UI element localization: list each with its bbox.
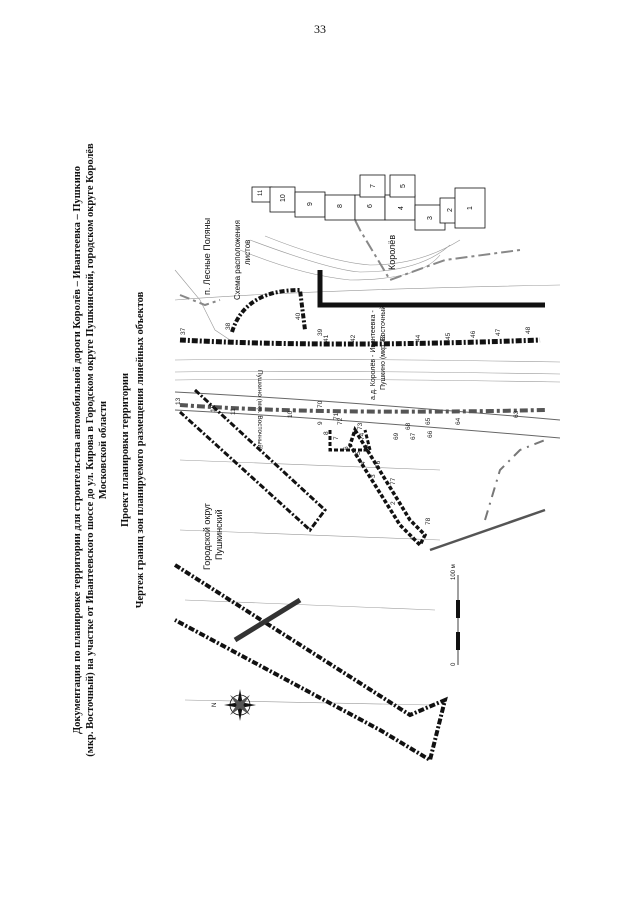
pt-64: 64 <box>455 417 462 425</box>
pt-73: 73 <box>357 422 364 430</box>
pt-4: 4 <box>360 461 367 465</box>
label-road-2: Пушкино (мкр. Восточный) <box>379 303 387 390</box>
page-number: 33 <box>314 22 326 36</box>
pt-48: 48 <box>525 326 532 334</box>
sheet-2: 2 <box>447 208 454 212</box>
sheet-11: 11 <box>258 189 264 196</box>
planned-line-top <box>179 337 541 347</box>
mid-point-numbers: 13 12 11 10 9 8 7 6 5 4 3 2 1 71 70 72 7… <box>175 397 520 540</box>
sheet-8: 8 <box>337 204 344 208</box>
pt-75: 75 <box>363 444 370 452</box>
title-line-5: Чертеж границ зон планируемого размещени… <box>135 291 146 608</box>
pt-65: 65 <box>425 417 432 425</box>
scale-bar: 0 100 м <box>451 564 460 666</box>
planned-line-middle <box>179 403 546 414</box>
pt-71: 71 <box>333 412 340 420</box>
sheet-4: 4 <box>398 206 405 210</box>
zone-rect-1 <box>178 388 328 533</box>
top-point-numbers: 37 38 39 40 41 42 43 44 45 46 47 48 <box>180 312 532 342</box>
pt-1: 1 <box>410 536 417 540</box>
pt-44: 44 <box>415 334 422 342</box>
pt-6: 6 <box>343 446 350 450</box>
pt-5: 5 <box>355 451 362 455</box>
pt-67: 67 <box>410 432 417 440</box>
pt-72: 72 <box>337 417 344 425</box>
scale-end: 100 м <box>451 564 457 580</box>
pt-38: 38 <box>225 322 232 330</box>
zone-diagonal <box>348 425 428 548</box>
pt-78: 78 <box>425 517 432 525</box>
title-line-2: (мкр. Восточный) на участке от Ивантеевс… <box>85 143 96 757</box>
pt-74: 74 <box>359 432 366 440</box>
pt-42: 42 <box>350 334 357 342</box>
grey-dash-line-3 <box>484 439 546 521</box>
pt-41: 41 <box>323 334 330 342</box>
title-block: Документация по планировке территории дл… <box>72 143 146 757</box>
pt-11: 11 <box>230 408 237 415</box>
city-boundary <box>317 270 545 308</box>
pt-66: 66 <box>427 430 434 438</box>
pt-70: 70 <box>317 400 324 408</box>
compass-rose: N <box>212 689 256 721</box>
pt-43: 43 <box>380 334 387 342</box>
label-city: Королёв <box>387 235 397 270</box>
pt-63: 63 <box>513 410 520 418</box>
pt-45: 45 <box>445 332 452 340</box>
pt-7: 7 <box>333 436 340 440</box>
title-line-3: Московской области <box>98 401 109 499</box>
pt-13: 13 <box>175 397 182 405</box>
pt-40: 40 <box>295 312 302 320</box>
label-district-2: Пушкинский <box>214 509 224 560</box>
scale-start: 0 <box>451 662 457 666</box>
sheet-1: 1 <box>467 206 474 210</box>
pt-68: 68 <box>405 422 412 430</box>
compass-n-label: N <box>212 703 218 707</box>
label-scheme-2: листов <box>243 240 252 265</box>
pt-76: 76 <box>375 460 382 468</box>
sheet-5: 5 <box>400 184 407 188</box>
zone-rect-2-inner <box>233 597 302 643</box>
pt-8: 8 <box>323 431 330 435</box>
pt-12: 12 <box>210 404 217 412</box>
pt-3: 3 <box>370 474 377 478</box>
grey-dash-line-2 <box>179 294 221 307</box>
label-district-1: Городской округ <box>202 502 212 570</box>
grey-line-4 <box>429 508 546 552</box>
label-road-mirror: Пушкино (мкр. Восточный) <box>256 370 264 450</box>
title-line-1: Документация по планировке территории дл… <box>72 166 83 734</box>
pt-9: 9 <box>317 421 324 425</box>
sheet-6: 6 <box>367 204 374 208</box>
sheet-numbers: 11 10 9 8 6 7 4 5 3 2 1 <box>258 184 474 220</box>
sheet-layout-scheme <box>251 174 486 231</box>
main-road <box>174 391 561 439</box>
pt-37: 37 <box>180 327 187 335</box>
sheet-10: 10 <box>280 194 287 202</box>
planned-line-access <box>230 287 307 333</box>
label-road-1: а.д. Королёв - Ивантеевка - <box>370 310 377 400</box>
sheet-3: 3 <box>427 216 434 220</box>
pt-77: 77 <box>390 477 397 485</box>
sheet-9: 9 <box>307 202 314 206</box>
pt-10: 10 <box>287 410 294 418</box>
background-lines <box>174 235 561 706</box>
pt-46: 46 <box>470 330 477 338</box>
pt-39: 39 <box>317 328 324 336</box>
zone-connector <box>328 429 372 452</box>
zone-rect-2 <box>173 563 448 764</box>
title-line-4: Проект планировки территории <box>120 373 131 527</box>
pt-47: 47 <box>495 328 502 336</box>
pt-69: 69 <box>393 432 400 440</box>
pt-2: 2 <box>390 501 397 505</box>
label-scheme-1: Схема расположения <box>233 220 242 300</box>
sheet-7: 7 <box>370 184 377 188</box>
label-settlement: п. Лесные Поляны <box>202 218 212 295</box>
